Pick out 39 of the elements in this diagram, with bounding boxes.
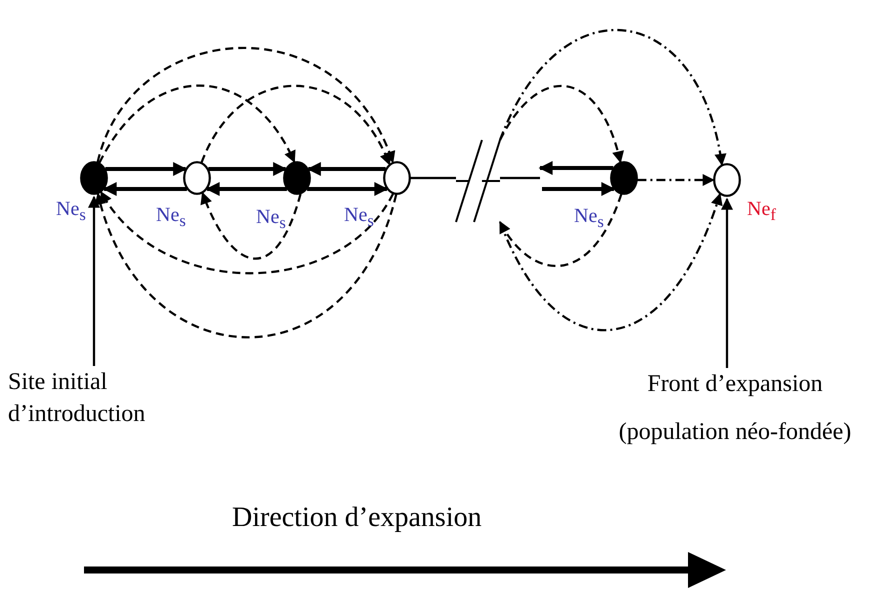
arrow <box>200 192 302 260</box>
filled-circle <box>80 161 108 195</box>
arrow <box>200 84 390 166</box>
arrow <box>499 192 722 331</box>
arrow <box>96 192 398 338</box>
arrow <box>88 196 100 366</box>
arrow <box>206 182 287 196</box>
population-size-label: Ne$_{s}$ <box>344 204 374 231</box>
arrow <box>721 198 733 368</box>
arrow <box>306 162 386 176</box>
arrow <box>102 182 187 196</box>
arrow <box>100 191 394 274</box>
open-circle <box>383 161 411 195</box>
population-size-label: Ne$_{s}$ <box>256 206 286 233</box>
filled-circle <box>283 161 311 195</box>
caption-text: Front d’expansion <box>646 370 824 399</box>
arrow <box>98 84 296 164</box>
direction-label: Direction d’expansion <box>232 502 482 534</box>
arrow <box>637 174 715 186</box>
connector-line <box>409 176 542 180</box>
arrow <box>105 162 188 176</box>
arrow <box>542 182 616 196</box>
arrow <box>96 46 394 164</box>
population-size-label: Ne$_{f}$ <box>747 198 776 225</box>
arrow <box>499 85 624 164</box>
population-size-label: Ne$_{s}$ <box>574 205 604 232</box>
population-size-label: Ne$_{s}$ <box>156 204 186 231</box>
caption-text: Site initial d’introduction <box>8 368 146 430</box>
population-size-label: Ne$_{s}$ <box>56 198 86 225</box>
filled-circle <box>610 161 638 195</box>
arrow <box>499 194 622 267</box>
open-circle <box>713 163 741 197</box>
open-circle <box>183 161 211 195</box>
break-symbol <box>456 140 500 222</box>
caption-text: (population néo-fondée) <box>618 418 852 448</box>
arrow <box>208 162 288 176</box>
arrow <box>499 30 726 166</box>
arrow <box>538 161 614 175</box>
arrow <box>307 182 388 196</box>
